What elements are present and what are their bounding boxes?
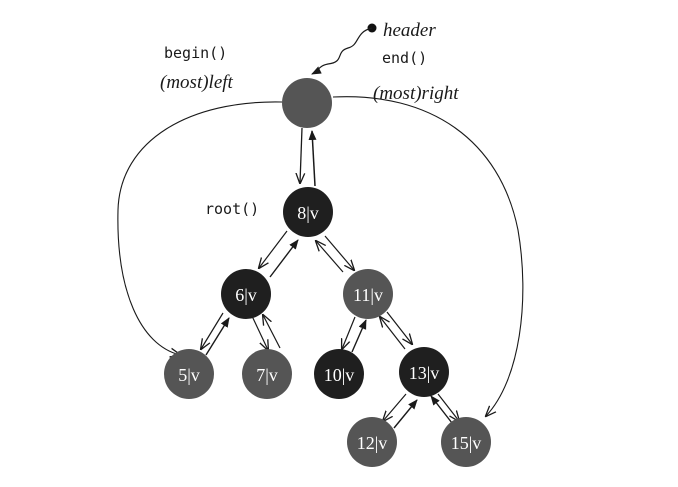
edge-6-8-up: [269, 239, 299, 278]
node-label-8: 8|v: [297, 203, 319, 223]
tree-node-13: 13|v: [399, 347, 449, 397]
begin-label: begin(): [164, 44, 227, 62]
edge-15-13-up: [430, 395, 453, 424]
node-label-15: 15|v: [451, 433, 482, 453]
tree-node-11: 11|v: [343, 269, 393, 319]
edge-7-6-up: [263, 315, 281, 349]
root-label: root(): [205, 200, 259, 218]
node-label-10: 10|v: [324, 365, 355, 385]
tree-node-5: 5|v: [164, 349, 214, 399]
header-label: header: [383, 20, 436, 41]
node-label-6: 6|v: [235, 285, 257, 305]
edge-8-6-down: [259, 230, 288, 268]
most-right-label: (most)right: [373, 83, 459, 104]
tree-node-15: 15|v: [441, 417, 491, 467]
edge-12-13-up: [393, 399, 418, 429]
edge-13-11-up: [380, 317, 406, 350]
node-label-12: 12|v: [357, 433, 388, 453]
header-node: [282, 78, 332, 128]
leftmost-link: [117, 101, 283, 355]
edge-6-5-down: [201, 312, 224, 349]
edge-8-11-down: [324, 235, 354, 270]
node-label-13: 13|v: [409, 363, 440, 383]
node-label-7: 7|v: [256, 365, 278, 385]
rightmost-link: [332, 96, 524, 416]
edge-11-13-down: [386, 311, 412, 344]
edge-5-6-up: [205, 317, 230, 356]
edge-13-12-down: [383, 393, 407, 421]
node-label-11: 11|v: [353, 285, 383, 305]
tree-node-12: 12|v: [347, 417, 397, 467]
end-label: end(): [382, 49, 427, 67]
edge-13-15-down: [437, 393, 459, 421]
header-to-root-arrow: [300, 127, 302, 183]
root-to-header-arrow: [308, 130, 317, 187]
header-pointer-arrow: [311, 27, 373, 75]
tree-node-10: 10|v: [314, 349, 364, 399]
edge-10-11-up: [351, 319, 367, 353]
most-left-label: (most)left: [160, 72, 234, 93]
tree-node-8: 8|v: [283, 187, 333, 237]
tree-node-6: 6|v: [221, 269, 271, 319]
edge-11-10-down: [342, 316, 356, 349]
edge-6-7-down: [251, 315, 268, 350]
node-label-5: 5|v: [178, 365, 200, 385]
edge-11-8-up: [316, 241, 344, 273]
tree-node-7: 7|v: [242, 349, 292, 399]
